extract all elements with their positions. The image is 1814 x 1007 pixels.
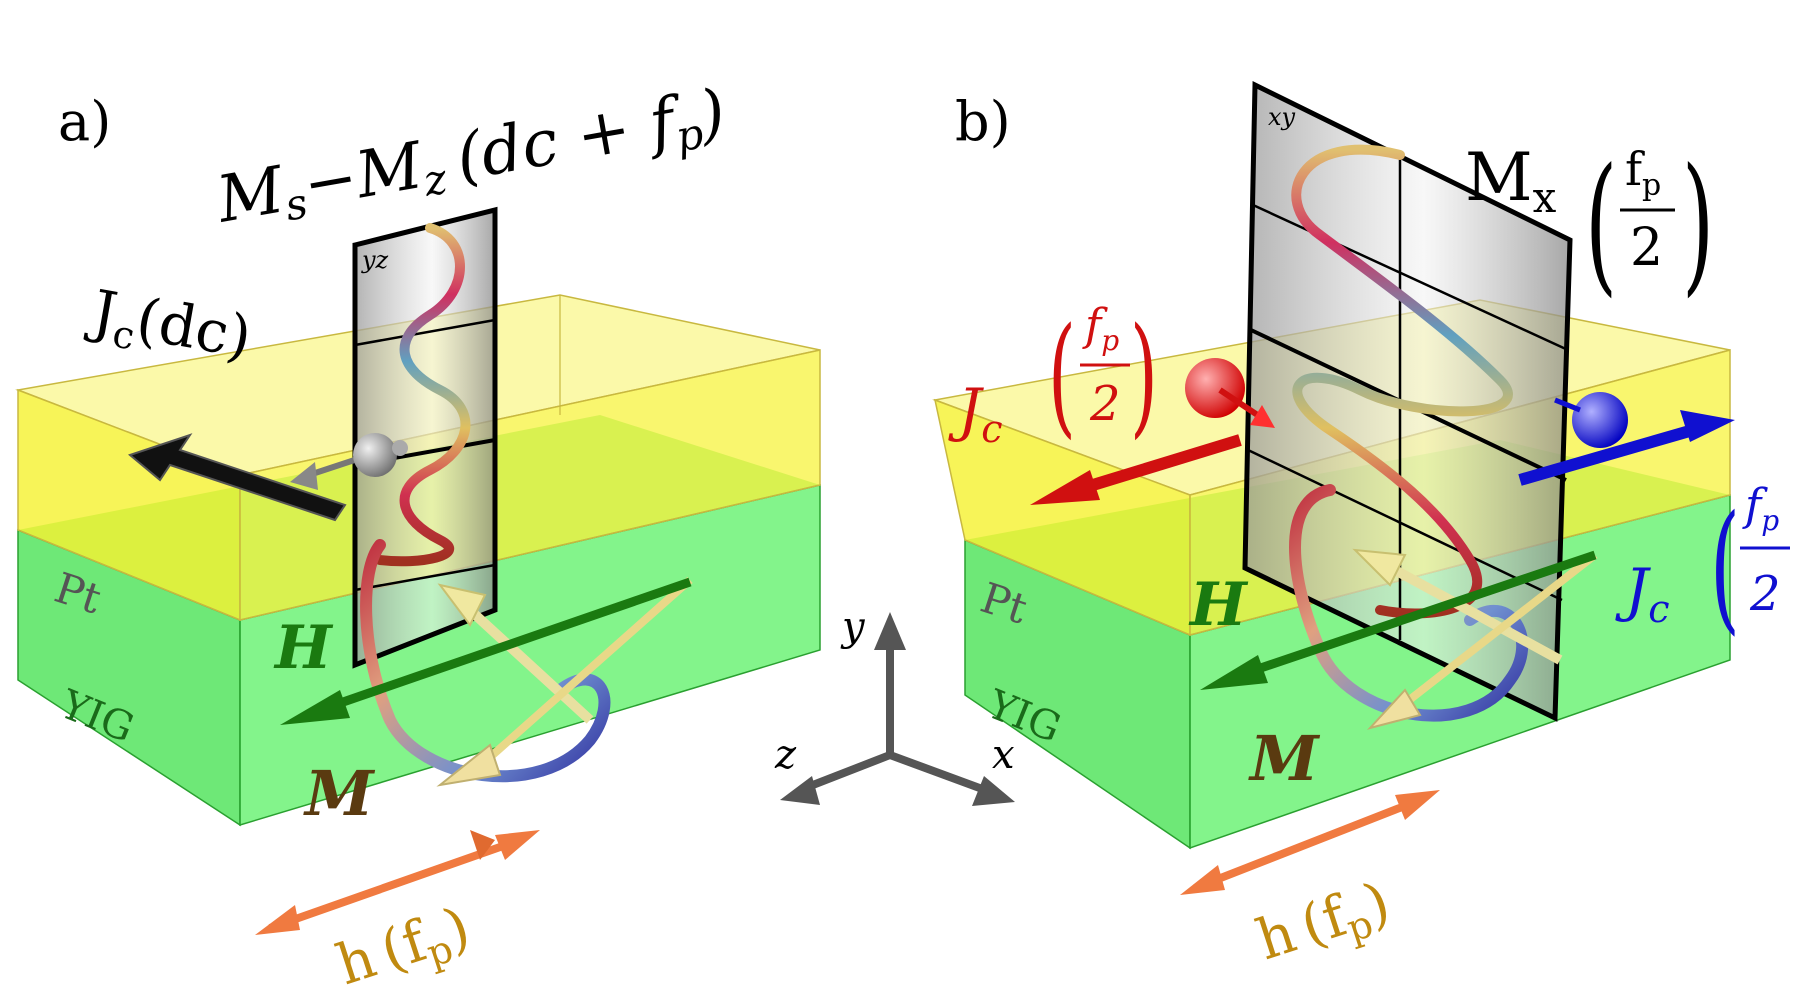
svg-text:): ) [1130,300,1158,451]
precession-helix-a [375,223,471,567]
y-axis-label: y [840,604,866,650]
m-label-a: M [303,757,376,830]
svg-text:(: ( [1048,300,1076,451]
svg-text:2: 2 [1089,376,1121,432]
h-label-a: H [273,613,334,683]
h-rf-arrow-a [255,830,540,935]
panel-a: yz [15,76,821,1003]
coordinate-axes: y z x [774,604,1015,806]
xy-plane-label: xy [1268,103,1296,131]
panel-b: xy [932,81,1790,978]
y-axis-arrowhead [874,612,906,650]
jc-red-arrow [1030,434,1242,505]
magnetization-arrow-b [1352,548,1598,730]
z-axis-label: z [774,732,797,778]
x-axis-label: x [992,732,1015,778]
svg-text:fp: fp [1625,142,1661,203]
x-axis-arrowhead [972,776,1015,806]
hf-label-a: h(fp) [329,895,479,1003]
h-field-arrow-b [1200,550,1597,690]
yz-plane: yz [352,206,498,669]
spin-sphere-red [1185,358,1275,428]
spin-sphere-blue [1554,392,1628,448]
m-label-b: M [1248,722,1321,795]
svg-text:h(fp): h(fp) [1249,870,1399,978]
panel-a-label: a) [58,90,111,153]
h-rf-arrow-b [1180,790,1440,895]
magnetization-arrow-a [436,577,693,787]
svg-text:(: ( [1710,485,1740,649]
jc-dc-arrow [127,433,347,522]
svg-text:Mx: Mx [1465,139,1557,222]
svg-text:fp: fp [1742,480,1779,537]
h-label-b: H [1188,570,1249,640]
spin-sphere-gray [290,433,408,490]
svg-text:2: 2 [1749,566,1781,622]
svg-text:(: ( [1585,136,1617,311]
yz-plane-label: yz [361,246,389,274]
jc-blue-arrow [1518,410,1735,486]
jc-left-label: Jc ( ) fp 2 [948,300,1158,451]
svg-text:h(fp): h(fp) [329,895,479,1003]
h-field-arrow-a [280,577,692,725]
precession-helix-b [1291,144,1513,619]
svg-text:2: 2 [1630,218,1663,278]
svg-text:): ) [1682,136,1714,311]
svg-text:fp: fp [1082,300,1119,357]
panel-b-label: b) [955,90,1011,153]
hf-label-b: h(fp) [1249,870,1399,978]
z-axis-arrowhead [780,776,820,805]
mx-label: Mx ( ) fp 2 [1465,136,1714,311]
